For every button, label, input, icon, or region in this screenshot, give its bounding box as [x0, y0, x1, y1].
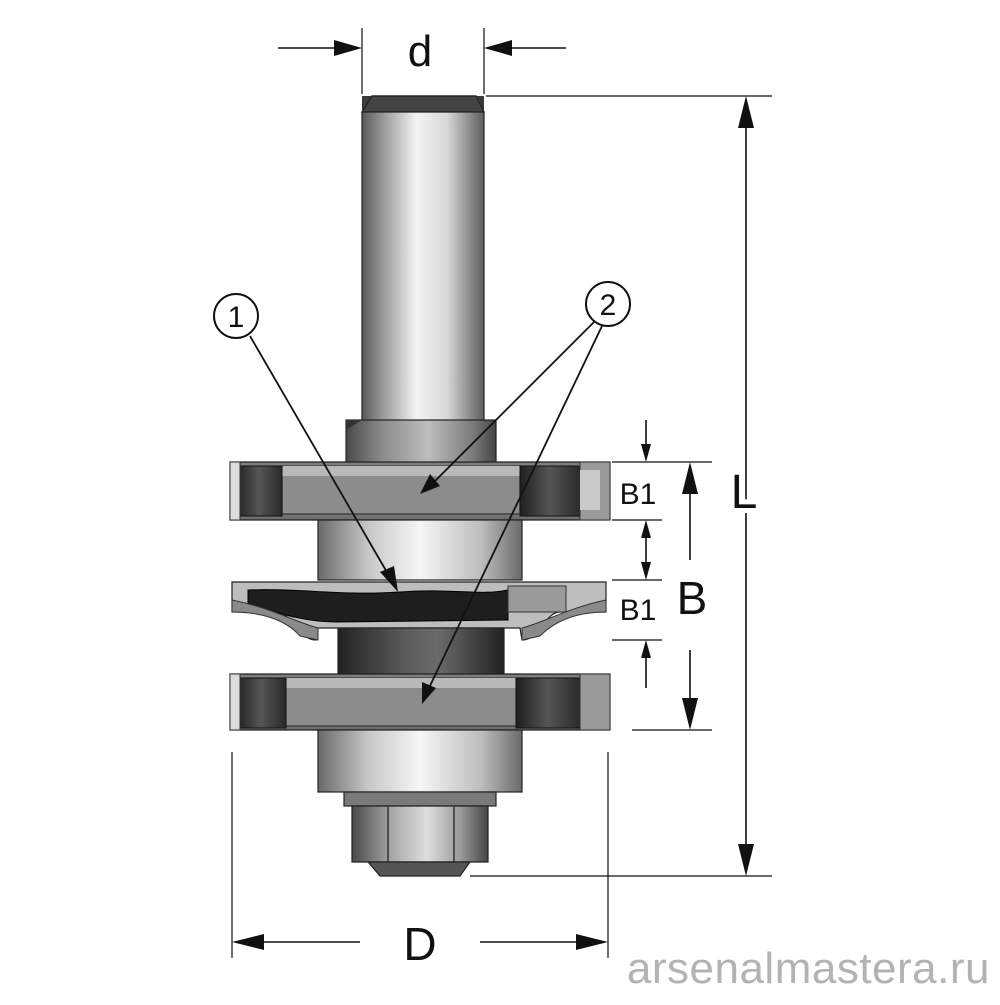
label-d: d — [408, 27, 432, 76]
bottom-cutter-right-tip — [515, 673, 611, 731]
dimension-B1-top: B1 — [612, 420, 662, 562]
label-B1-top: B1 — [620, 478, 657, 511]
label-B1-bottom: B1 — [620, 594, 657, 627]
callout-2-number: 2 — [600, 289, 617, 322]
label-B: B — [677, 572, 708, 624]
dimension-d: d — [278, 27, 566, 94]
top-cutter-left-tip — [229, 461, 283, 521]
washer — [343, 791, 497, 807]
watermark-text: arsenalmastera.ru — [626, 944, 990, 993]
middle-profile-cutter — [231, 581, 607, 641]
upper-spacer — [317, 519, 523, 581]
label-L: L — [731, 466, 758, 519]
bottom-cutter-left-tip — [229, 673, 287, 731]
bottom-cutter — [229, 673, 611, 731]
dimension-B1-bottom: B1 — [612, 562, 662, 688]
callout-2: 2 — [420, 281, 631, 704]
dimension-D: D — [231, 752, 609, 970]
shank-collar — [345, 419, 497, 465]
bottom-bearing — [317, 729, 523, 793]
callout-1: 1 — [213, 293, 398, 592]
lower-spacer — [337, 627, 505, 677]
top-cutter-right-tip — [519, 461, 611, 521]
dimension-B: B — [612, 461, 712, 731]
shank — [360, 95, 485, 423]
hex-nut — [351, 805, 489, 877]
top-cutter — [229, 461, 611, 521]
dimension-L: L — [470, 95, 772, 877]
callout-1-number: 1 — [228, 301, 245, 334]
label-D: D — [403, 918, 436, 970]
